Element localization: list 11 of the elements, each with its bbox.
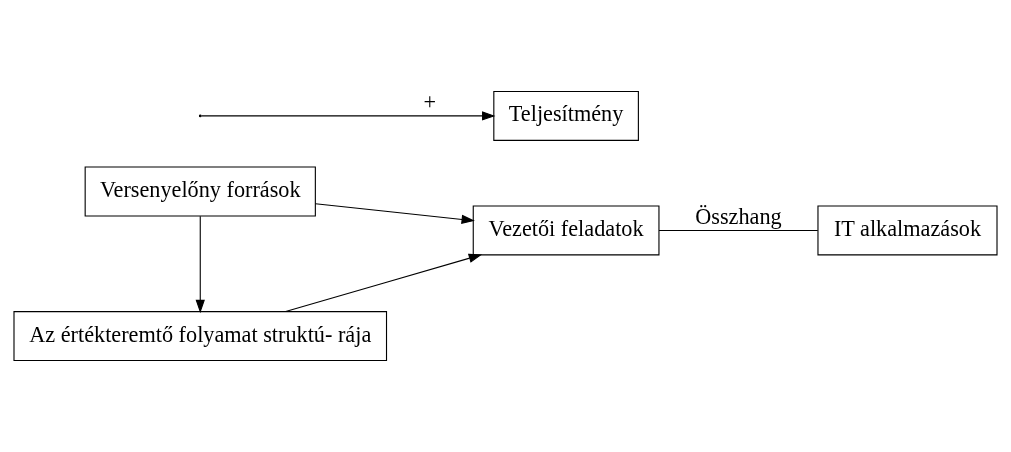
- node-box: Vezetői feladatok: [472, 205, 660, 256]
- arrow: [314, 203, 475, 225]
- node-box: Teljesítmény: [493, 90, 639, 141]
- node-box: IT alkalmazások: [817, 205, 998, 256]
- edge-label: +: [423, 89, 437, 115]
- arrow: [195, 215, 205, 314]
- node-box: Versenyelőny források: [84, 166, 316, 217]
- arrow: [285, 253, 483, 313]
- edge-label: Összhang: [695, 203, 782, 229]
- connector: [658, 229, 819, 231]
- node-box: Az értékteremtő folyamat struktú- rája: [13, 311, 388, 362]
